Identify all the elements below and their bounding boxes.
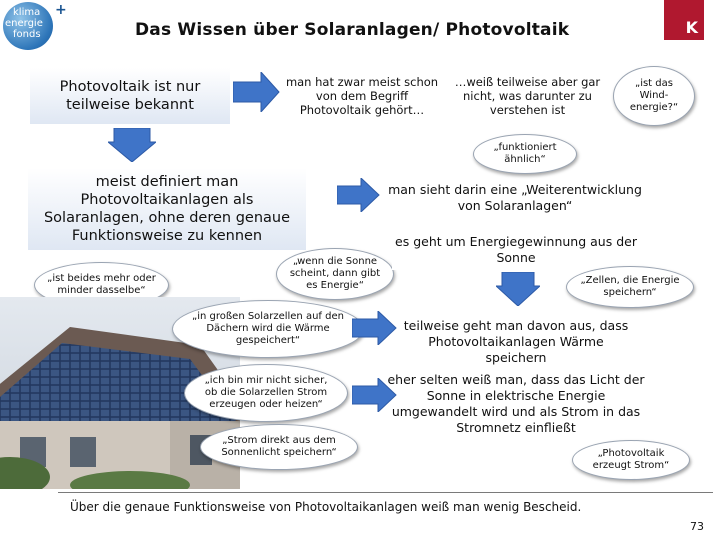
box-further-text: man sieht darin eine „Weiterentwicklung …	[388, 182, 642, 213]
quote-heat-text: „in großen Solarzellen auf den Dächern w…	[192, 311, 344, 346]
quote-wind-energy: „ist das Wind-energie?“	[613, 66, 695, 126]
box-heat-storage: teilweise geht man davon aus, dass Photo…	[396, 318, 636, 365]
quote-direct-from-sunlight: „Strom direkt aus dem Sonnenlicht speich…	[200, 424, 358, 470]
quote-unsure-text: „ich bin mir nicht sicher, ob die Solarz…	[204, 375, 328, 410]
box-heard-text: man hat zwar meist schon von dem Begriff…	[285, 75, 439, 117]
quote-functions-text: „funktioniert ähnlich“	[493, 142, 557, 165]
page-title: Das Wissen über Solaranlagen/ Photovolta…	[135, 20, 570, 40]
box-dont-understand-text: …weiß teilweise aber gar nicht, was daru…	[454, 75, 601, 117]
logo-line-3: fonds	[13, 29, 41, 40]
quote-direct-text: „Strom direkt aus dem Sonnenlicht speich…	[221, 435, 337, 458]
logo-plus: +	[55, 2, 67, 18]
right-arrow-icon	[352, 311, 397, 345]
quote-pv-text: „Photovoltaik erzeugt Strom“	[592, 448, 670, 471]
intro-box: Photovoltaik ist nur teilweise bekannt	[30, 68, 230, 124]
box-energy-text: es geht um Energiegewinnung aus der Sonn…	[395, 234, 637, 265]
quote-not-sure: „ich bin mir nicht sicher, ob die Solarz…	[184, 364, 348, 422]
down-arrow-icon	[108, 128, 156, 162]
quote-cells-text: „Zellen, die Energie speichern“	[580, 275, 680, 298]
logo-line-2: energie	[5, 18, 43, 29]
quote-wind-text: „ist das Wind-energie?“	[629, 78, 679, 113]
quote-heat-stored: „in großen Solarzellen auf den Dächern w…	[172, 300, 364, 358]
logo-line-1: klima	[13, 7, 41, 18]
quote-functions-similar: „funktioniert ähnlich“	[473, 134, 577, 174]
summary-text: Über die genaue Funktionsweise von Photo…	[70, 500, 582, 514]
down-arrow-icon	[496, 272, 540, 306]
k-logo: K	[664, 0, 704, 40]
quote-sun-shines: „wenn die Sonne scheint, dann gibt es En…	[276, 248, 394, 300]
klima-energie-fonds-logo: klima energie fonds +	[3, 2, 67, 50]
right-arrow-icon	[352, 378, 397, 412]
box-dont-understand: …weiß teilweise aber gar nicht, was daru…	[450, 68, 605, 124]
quote-cells-store-energy: „Zellen, die Energie speichern“	[566, 266, 694, 308]
definition-box-text: meist definiert man Photovoltaikanlagen …	[43, 174, 291, 244]
right-arrow-icon	[233, 72, 280, 112]
box-heat-text: teilweise geht man davon aus, dass Photo…	[403, 318, 629, 365]
box-further-development: man sieht darin eine „Weiterentwicklung …	[380, 176, 650, 220]
box-rarely-known: eher selten weiß man, dass das Licht der…	[382, 372, 650, 440]
quote-sun-text: „wenn die Sonne scheint, dann gibt es En…	[289, 256, 381, 291]
box-energy-from-sun: es geht um Energiegewinnung aus der Sonn…	[392, 234, 640, 270]
right-arrow-icon	[337, 178, 380, 212]
intro-box-text: Photovoltaik ist nur teilweise bekannt	[59, 79, 201, 113]
box-heard-of-term: man hat zwar meist schon von dem Begriff…	[282, 68, 442, 124]
box-rarely-text: eher selten weiß man, dass das Licht der…	[387, 372, 645, 435]
quote-pv-generates-power: „Photovoltaik erzeugt Strom“	[572, 440, 690, 480]
footer-divider	[58, 492, 713, 493]
page-number: 73	[690, 520, 704, 533]
definition-box: meist definiert man Photovoltaikanlagen …	[28, 168, 306, 250]
quote-same-text: „ist beides mehr oder minder dasselbe“	[47, 273, 156, 296]
